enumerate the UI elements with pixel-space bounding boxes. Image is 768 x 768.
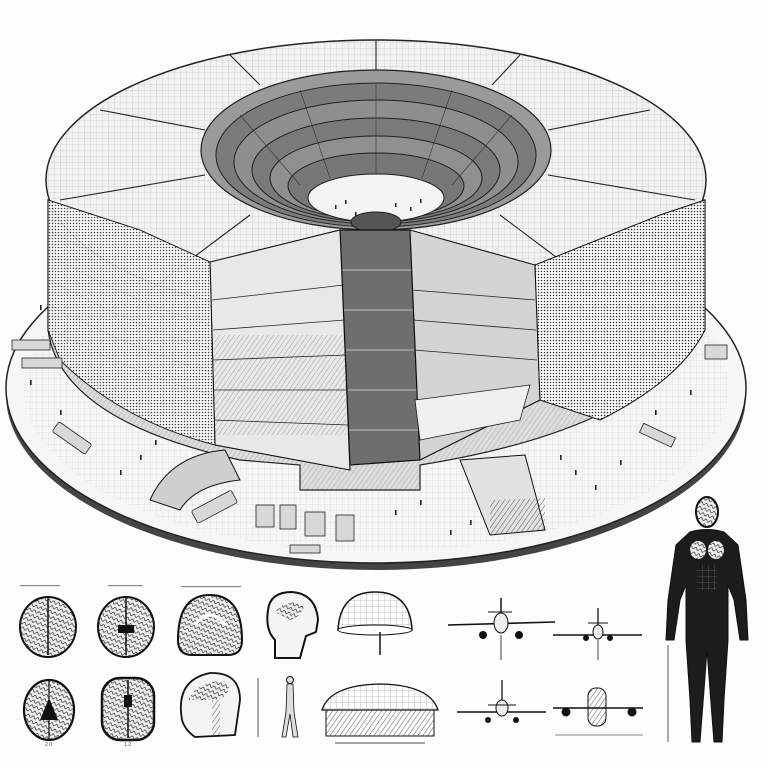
brain-axial-1: [19, 585, 77, 658]
cutaway-section: [47, 199, 706, 471]
head-sagittal-1: [266, 590, 320, 659]
plaza-vehicles: [11, 339, 728, 554]
brain-axial-3: [22, 678, 76, 742]
airplane-front-1: [447, 598, 556, 660]
head-sagittal-2: [180, 672, 241, 738]
brain-axial-4: [100, 676, 156, 742]
caption-brain-axial-4-scale: 12: [123, 742, 133, 748]
airplane-front-4: [553, 687, 643, 736]
dome-perspective: [337, 591, 413, 655]
entrance-canopies: [149, 449, 546, 536]
human-anatomy-front: [665, 496, 749, 743]
atrium-tiers: [215, 82, 537, 233]
brain-coronal: [176, 586, 244, 656]
caption-brain-axial-3-scale: 20: [44, 742, 54, 748]
dome-elevation: [321, 683, 439, 744]
airplane-front-3: [457, 680, 546, 723]
building-illustration: [5, 39, 747, 570]
brain-axial-2: [97, 585, 155, 658]
human-walking: [257, 676, 299, 738]
airplane-front-2: [553, 608, 642, 660]
plaza-people: [30, 305, 692, 535]
